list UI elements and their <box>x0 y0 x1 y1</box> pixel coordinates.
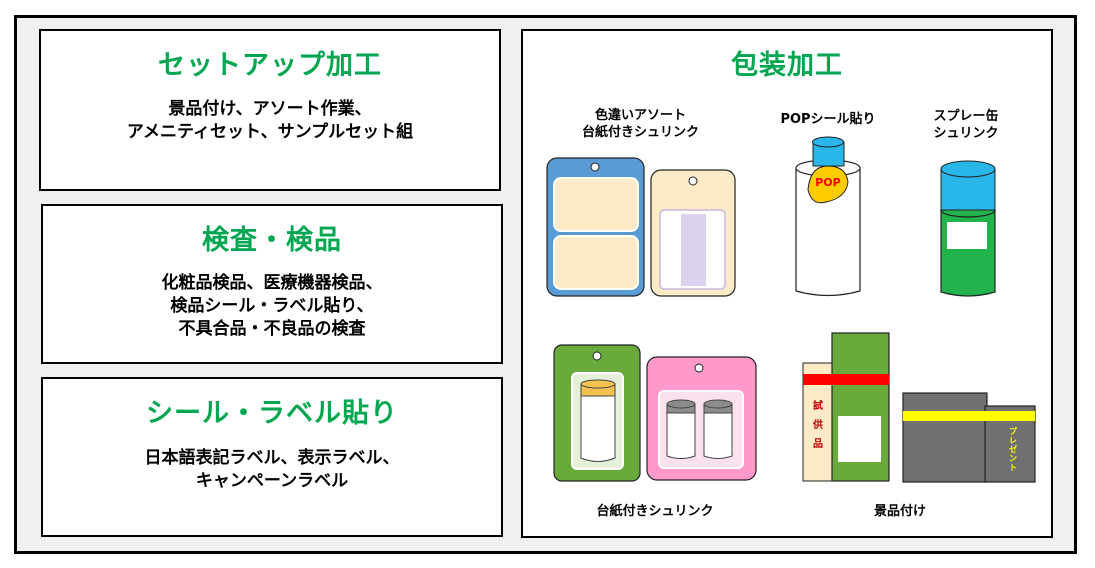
setup-line-1: 景品付け、アソート作業、 <box>168 99 372 119</box>
label-spray-can-line-2: シュリンク <box>933 126 999 141</box>
labeling-description: 日本語表記ラベル、表示ラベル、 キャンペーンラベル <box>43 447 501 493</box>
label-spray-can: スプレー缶 シュリンク <box>916 108 1016 142</box>
labeling-title: シール・ラベル貼り <box>146 398 398 429</box>
label-pop-seal: POPシール貼り <box>780 112 876 127</box>
label-assort-shrink-line-2: 台紙付きシュリンク <box>581 125 699 140</box>
labeling-panel: シール・ラベル貼り 日本語表記ラベル、表示ラベル、 キャンペーンラベル <box>41 377 503 537</box>
label-assort-shrink-line-1: 色違いアソート <box>594 108 686 123</box>
label-board-shrink: 台紙付きシュリンク <box>596 504 714 519</box>
packaging-panel: 包装加工 <box>521 29 1053 538</box>
inspection-panel: 検査・検品 化粧品検品、医療機器検品、 検品シール・ラベル貼り、 不具合品・不良… <box>41 204 503 364</box>
setup-line-2: アメニティセット、サンプルセット組 <box>126 122 414 142</box>
inspection-description: 化粧品検品、医療機器検品、 検品シール・ラベル貼り、 不具合品・不良品の検査 <box>43 272 501 341</box>
labeling-line-1: 日本語表記ラベル、表示ラベル、 <box>144 448 400 468</box>
setup-description: 景品付け、アソート作業、 アメニティセット、サンプルセット組 <box>41 98 499 144</box>
label-assort-shrink: 色違いアソート 台紙付きシュリンク <box>558 107 723 141</box>
inspection-line-2: 検品シール・ラベル貼り、 <box>170 296 374 316</box>
labeling-line-2: キャンペーンラベル <box>195 471 349 491</box>
label-spray-can-line-1: スプレー缶 <box>933 109 999 124</box>
inspection-line-1: 化粧品検品、医療機器検品、 <box>161 273 383 293</box>
packaging-title: 包装加工 <box>731 50 843 81</box>
label-premium: 景品付け <box>873 504 926 519</box>
setup-panel: セットアップ加工 景品付け、アソート作業、 アメニティセット、サンプルセット組 <box>39 29 501 191</box>
inspection-title: 検査・検品 <box>202 225 342 256</box>
inspection-line-3: 不具合品・不良品の検査 <box>178 319 366 339</box>
setup-title: セットアップ加工 <box>158 50 382 81</box>
